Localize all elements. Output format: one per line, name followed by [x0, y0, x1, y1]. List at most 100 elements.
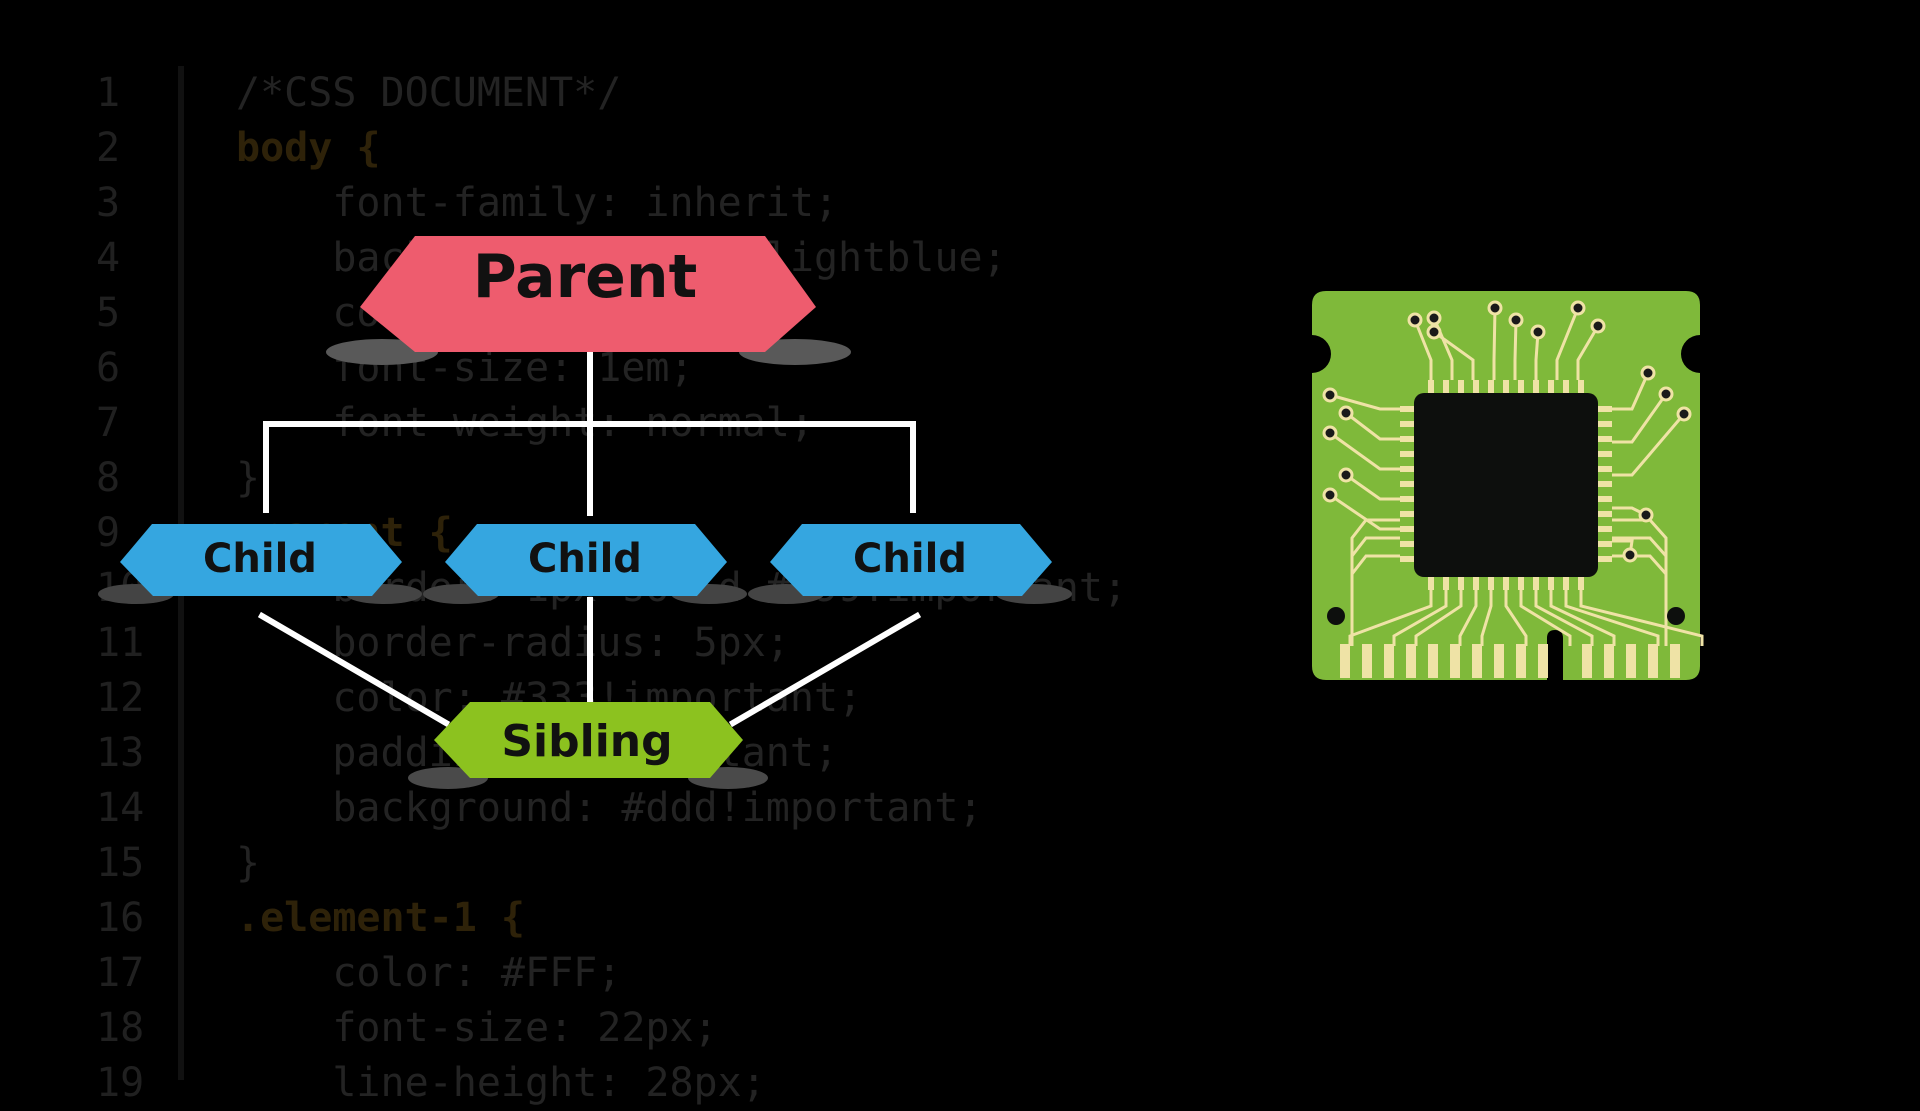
pad: [1338, 405, 1354, 421]
pad: [1407, 312, 1423, 328]
trace: [1345, 473, 1400, 501]
line-number: 14: [96, 785, 145, 831]
chip-pin: [1400, 451, 1414, 457]
trace: [1579, 590, 1704, 646]
child-node-3: Child: [748, 524, 1072, 604]
trace: [1480, 590, 1493, 646]
chip-die: [1414, 393, 1598, 577]
chip-pin: [1503, 576, 1509, 590]
code-text: line-height: 28px;: [236, 1060, 766, 1106]
trace: [1413, 319, 1433, 380]
chip-pin: [1400, 421, 1414, 427]
child-node-2: Child: [423, 524, 747, 604]
edge-finger: [1428, 644, 1438, 678]
chip-pin: [1503, 380, 1509, 394]
edge-finger: [1582, 644, 1592, 678]
line-number: 12: [96, 675, 145, 721]
child-node-2-shape: [445, 524, 727, 596]
code-line: 18 font-size: 22px;: [0, 1001, 1920, 1056]
pad: [1530, 324, 1546, 340]
child-node-1-label: Child: [203, 536, 317, 582]
chip-pin: [1488, 576, 1494, 590]
circuit-board-chip-icon: [1312, 291, 1704, 680]
code-line: 17 color: #FFF;: [0, 946, 1920, 1001]
chip-pin: [1400, 556, 1414, 562]
line-number: 18: [96, 1005, 145, 1051]
child-node-1: Child: [98, 524, 422, 604]
chip-pin: [1598, 496, 1612, 502]
edge-finger: [1384, 644, 1394, 678]
parent-node-shape: [360, 236, 816, 352]
chip-pin: [1400, 481, 1414, 487]
chip-pin: [1400, 541, 1414, 547]
circuit-pads: [1322, 300, 1692, 563]
mounting-hole: [1327, 607, 1345, 625]
code-line: 11 border-radius: 5px;: [0, 616, 1920, 671]
edge-finger: [1670, 644, 1680, 678]
code-text: font-size: 1em;: [236, 345, 694, 391]
code-line: 8}: [0, 451, 1920, 506]
chip-pin: [1400, 406, 1414, 412]
chip-pin: [1400, 526, 1414, 532]
trace: [1534, 590, 1594, 646]
edge-connector-fingers: [1340, 644, 1680, 678]
code-line: 19 line-height: 28px;: [0, 1056, 1920, 1111]
edge-finger: [1516, 644, 1526, 678]
parent-node-label: Parent: [473, 242, 698, 312]
chip-pin: [1488, 380, 1494, 394]
pad: [1590, 318, 1606, 334]
code-text: border-radius: 5px;: [236, 620, 790, 666]
chip-pin: [1533, 380, 1539, 394]
chip-pin: [1473, 576, 1479, 590]
pad: [1322, 387, 1338, 403]
chip-pin: [1578, 380, 1584, 394]
pad: [1658, 386, 1674, 402]
pad: [1508, 312, 1524, 328]
chip-pin: [1400, 466, 1414, 472]
trace: [1458, 590, 1478, 646]
chip-pin: [1518, 380, 1524, 394]
pad: [1338, 467, 1354, 483]
line-number: 15: [96, 840, 145, 886]
trace: [1513, 319, 1518, 380]
trace: [1345, 411, 1400, 441]
circuit-traces: [1329, 307, 1704, 646]
chip-pin: [1428, 576, 1434, 590]
line-number: 6: [96, 345, 121, 391]
chip-pins: [1400, 380, 1612, 590]
line-number: 16: [96, 895, 145, 941]
pad: [1487, 300, 1503, 316]
code-line: 16 .element-1 {: [0, 891, 1920, 946]
chip-pin: [1400, 496, 1414, 502]
trace: [1534, 331, 1540, 380]
edge-finger: [1604, 644, 1614, 678]
child-node-1-shape: [120, 524, 402, 596]
edge-finger: [1450, 644, 1460, 678]
chip-pin: [1548, 380, 1554, 394]
trace: [1519, 590, 1572, 646]
chip-pin: [1443, 576, 1449, 590]
trace: [1492, 307, 1497, 380]
chip-pin: [1548, 576, 1554, 590]
line-number: 2: [96, 125, 121, 171]
trace: [1433, 330, 1475, 380]
trace: [1612, 372, 1650, 411]
chip-pin: [1598, 481, 1612, 487]
pad: [1570, 300, 1586, 316]
trace: [1549, 590, 1616, 646]
chip-pin: [1458, 380, 1464, 394]
pad: [1622, 547, 1638, 563]
child-1-to-sibling-line: [257, 611, 451, 728]
child-3-to-sibling-line: [728, 611, 922, 728]
line-number: 8: [96, 455, 121, 501]
chip-pin: [1598, 466, 1612, 472]
code-text: .element-1 {: [236, 895, 525, 941]
chip-pin: [1598, 511, 1612, 517]
mounting-hole: [1667, 607, 1685, 625]
trace: [1504, 590, 1528, 646]
child-node-3-shape: [770, 524, 1052, 596]
chip-pin: [1400, 511, 1414, 517]
pad: [1638, 507, 1654, 523]
chip-pin: [1563, 576, 1569, 590]
